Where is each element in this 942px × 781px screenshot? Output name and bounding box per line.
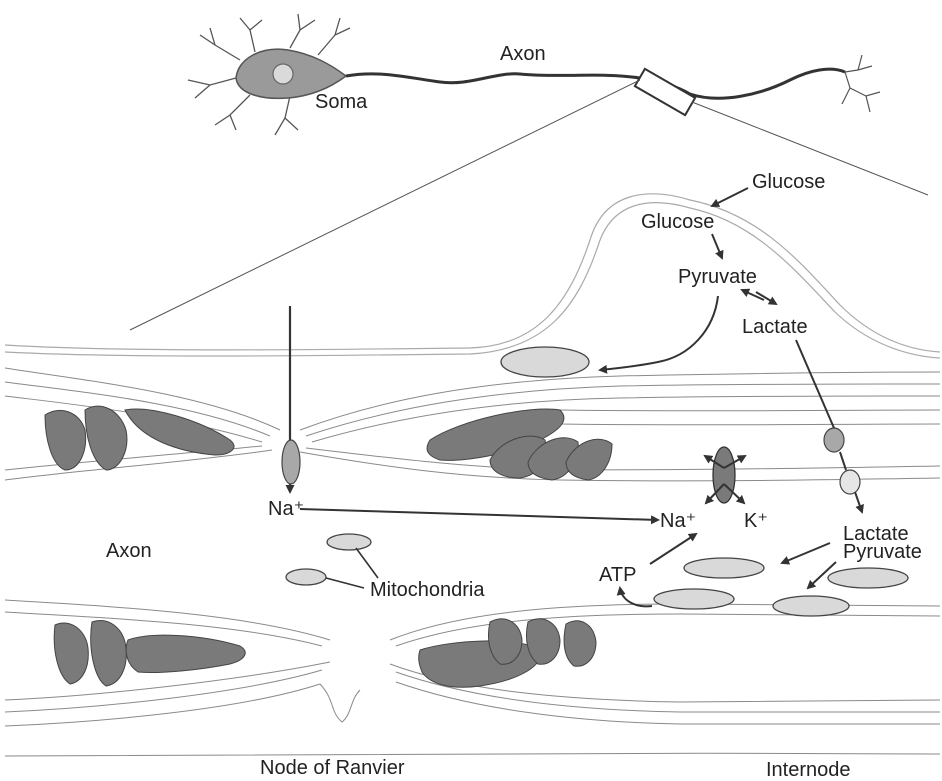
lactate-transporter <box>840 470 860 494</box>
pathway-arrows <box>300 188 862 606</box>
label-axon-left: Axon <box>106 541 152 561</box>
label-glucose-inner: Glucose <box>641 212 714 232</box>
axon-terminals <box>842 55 880 112</box>
sodium-channel <box>282 440 300 484</box>
lower-myelin-loops-left <box>54 620 245 686</box>
mitochondrion <box>286 569 326 585</box>
label-mitochondria: Mitochondria <box>370 580 485 600</box>
upper-myelin-loops-right <box>427 409 612 480</box>
label-axon-top: Axon <box>500 44 546 64</box>
lactate-transporter <box>824 428 844 452</box>
label-glucose-outer: Glucose <box>752 172 825 192</box>
label-node-of-ranvier: Node of Ranvier <box>260 758 405 778</box>
mitochondrion <box>773 596 849 616</box>
label-atp: ATP <box>599 565 636 585</box>
label-pyruvate-right: Pyruvate <box>843 542 922 562</box>
zoom-line-left <box>130 80 640 330</box>
label-lactate-top: Lactate <box>742 317 808 337</box>
upper-myelin-loops-left <box>45 406 234 470</box>
mitochondrion <box>684 558 764 578</box>
mitochondrion <box>501 347 589 377</box>
label-na-right: Na⁺ <box>660 511 696 531</box>
nucleus <box>273 64 293 84</box>
lower-myelin-loops-right <box>419 619 596 687</box>
mitochondrion <box>327 534 371 550</box>
axon-line <box>346 69 845 98</box>
label-internode: Internode <box>766 760 851 780</box>
mitochondrion <box>828 568 908 588</box>
label-k: K⁺ <box>744 511 768 531</box>
zoom-box <box>635 69 695 115</box>
label-soma: Soma <box>315 92 367 112</box>
label-na-left: Na⁺ <box>268 499 304 519</box>
label-pyruvate-top: Pyruvate <box>678 267 757 287</box>
mitochondrion <box>654 589 734 609</box>
na-k-pump <box>713 447 735 503</box>
